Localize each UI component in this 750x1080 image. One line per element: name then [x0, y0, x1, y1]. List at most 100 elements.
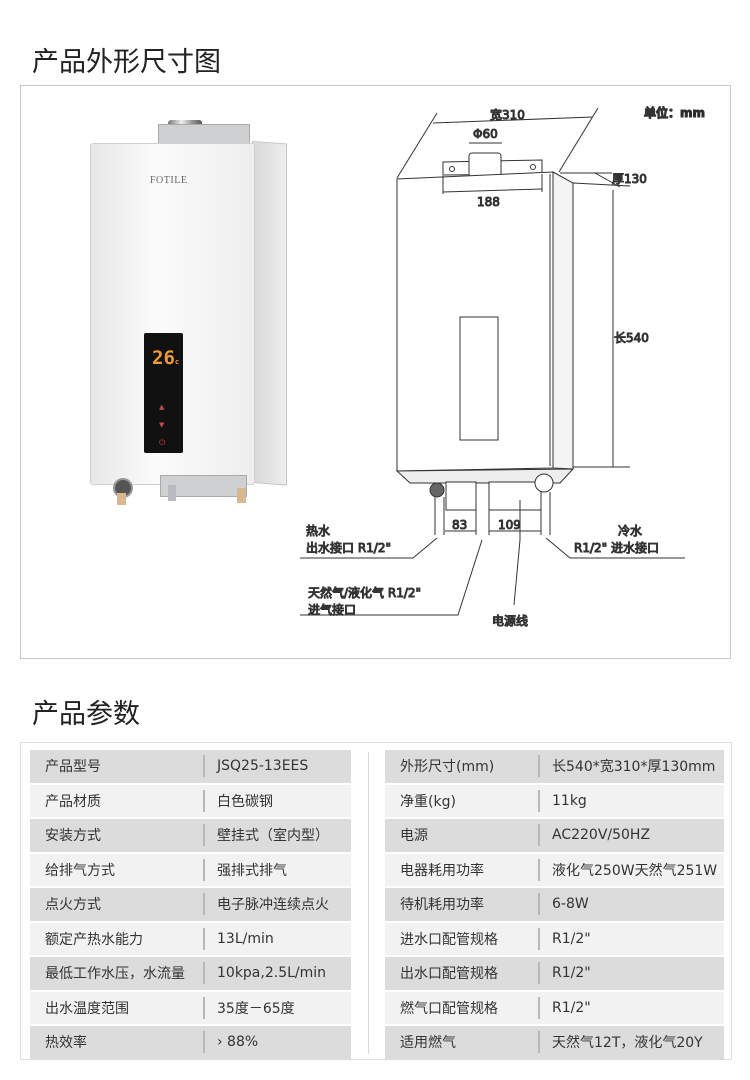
- table-row: 额定产热水能力 13L/min: [30, 922, 351, 955]
- cell-separator: [538, 824, 540, 847]
- param-name: 热效率: [45, 1035, 87, 1052]
- table-row: 点火方式 电子脉冲连续点火: [30, 888, 351, 921]
- table-row: 安装方式壁挂式（室内型）: [30, 819, 351, 852]
- cell-separator: [538, 893, 540, 916]
- cell-separator: [203, 962, 205, 985]
- table-row: 产品材质 白色碳钢: [30, 784, 351, 817]
- flue-diameter-label: Φ60: [473, 127, 498, 141]
- params-table-frame: [20, 742, 732, 1060]
- cell-separator: [538, 1031, 540, 1054]
- param-value: 10kpa,2.5L/min: [217, 965, 327, 982]
- param-value: JSQ25-13EES: [217, 758, 309, 775]
- power-cord-label: 电源线: [492, 614, 528, 628]
- body-side-drawing: [552, 171, 574, 470]
- spacing-right-label: 109: [498, 518, 521, 532]
- table-row: 出水口配管规格 R1/2": [385, 957, 724, 990]
- extension-line: [396, 112, 438, 179]
- brand-logo: FOTILE: [150, 175, 188, 186]
- temperature-unit: c: [174, 358, 180, 366]
- param-name: 进水口配管规格: [400, 931, 498, 948]
- param-value: 白色碳钢: [217, 793, 273, 810]
- dimension-section-title: 产品外形尺寸图: [32, 47, 221, 78]
- cold-water-valve-drawing: [534, 473, 554, 493]
- width-label: 宽310: [490, 107, 525, 122]
- cell-separator: [203, 893, 205, 916]
- table-row: 给排气方式强排式排气: [30, 853, 351, 886]
- param-value: R1/2": [552, 999, 591, 1016]
- cell-separator: [538, 927, 540, 950]
- params-table-left: 产品型号 JSQ25-13EES 产品材质 白色碳钢安装方式壁挂式（室内型）给排气方式…: [30, 750, 351, 1061]
- power-button-icon[interactable]: ⏻: [159, 438, 166, 447]
- bracket-hole: [449, 166, 455, 172]
- table-row: 热效率› 88%: [30, 1026, 351, 1059]
- param-name: 出水温度范围: [45, 1000, 129, 1017]
- spacing-left-label: 83: [452, 518, 467, 532]
- flue-drawing: [468, 152, 502, 178]
- gas-inlet-label: 进气接口: [308, 602, 356, 617]
- bracket-dimension-line: [442, 188, 543, 193]
- table-row: 出水温度范围 35度－65度: [30, 991, 351, 1024]
- cell-separator: [538, 789, 540, 812]
- cold-water-leader: [545, 537, 685, 559]
- cell-separator: [203, 824, 205, 847]
- param-value: 35度－65度: [217, 1000, 295, 1017]
- bottom-bracket-drawing: [445, 481, 477, 511]
- gas-leader: [300, 539, 483, 616]
- param-name: 出水口配管规格: [400, 966, 498, 983]
- down-button-icon[interactable]: ▼: [159, 421, 165, 429]
- param-name: 电源: [400, 828, 428, 845]
- table-row: 外形尺寸(mm)长540*宽310*厚130mm: [385, 750, 724, 783]
- body-bottom-drawing: [395, 468, 575, 484]
- param-name: 产品型号: [45, 759, 101, 776]
- param-value: 强排式排气: [217, 862, 287, 879]
- param-value: 天然气12T，液化气20Y: [552, 1035, 703, 1052]
- table-divider: [368, 752, 369, 1054]
- cell-separator: [203, 1031, 205, 1054]
- param-name: 点火方式: [45, 897, 101, 914]
- thickness-dimension-line: [594, 172, 621, 188]
- param-name: 产品材质: [45, 793, 101, 810]
- cell-separator: [203, 996, 205, 1019]
- dimension-panel: [20, 85, 731, 659]
- table-row: 适用燃气 天然气12T，液化气20Y: [385, 1026, 724, 1059]
- cell-separator: [203, 789, 205, 812]
- bottom-bracket: [160, 475, 247, 497]
- temperature-value: 26: [152, 347, 175, 369]
- dimension-diagram: 单位：mm 宽310 Φ60 188 厚130: [300, 105, 706, 629]
- param-value: 液化气250W天然气251W: [552, 862, 718, 879]
- cell-separator: [203, 858, 205, 881]
- cold-water-label: 冷水: [618, 524, 642, 538]
- gas-type-label: 天然气/液化气 R1/2": [308, 585, 421, 600]
- param-value: R1/2": [552, 965, 591, 982]
- param-name: 待机耗用功率: [400, 897, 484, 914]
- table-row: 最低工作水压，水流量 10kpa,2.5L/min: [30, 957, 351, 990]
- table-row: 净重(kg)11kg: [385, 784, 724, 817]
- pipe-fitting: [168, 485, 176, 501]
- param-name: 最低工作水压，水流量: [45, 966, 185, 983]
- cold-water-inlet-label: R1/2" 进水接口: [574, 540, 659, 555]
- param-name: 额定产热水能力: [45, 931, 143, 948]
- param-value: 电子脉冲连续点火: [217, 897, 329, 914]
- unit-label: 单位：mm: [644, 105, 705, 120]
- table-row: 电源 AC220V/50HZ: [385, 819, 724, 852]
- param-name: 适用燃气: [400, 1035, 456, 1052]
- param-value: AC220V/50HZ: [552, 827, 651, 844]
- display-window-drawing: [459, 316, 499, 441]
- param-name: 安装方式: [45, 828, 101, 845]
- hot-water-outlet-label: 出水接口 R1/2": [306, 540, 391, 555]
- temperature-display: 26c: [152, 347, 179, 369]
- cell-separator: [538, 996, 540, 1019]
- hot-water-label: 热水: [306, 524, 330, 538]
- pipe-fitting: [237, 488, 246, 503]
- power-cord-leader: [513, 500, 521, 606]
- cell-separator: [538, 755, 540, 778]
- cell-separator: [203, 927, 205, 950]
- param-value: 长540*宽310*厚130mm: [552, 759, 716, 776]
- param-value: 13L/min: [217, 930, 274, 947]
- width-dimension-line: [432, 116, 594, 124]
- up-button-icon[interactable]: ▲: [159, 403, 165, 411]
- pipe-fitting: [117, 493, 126, 505]
